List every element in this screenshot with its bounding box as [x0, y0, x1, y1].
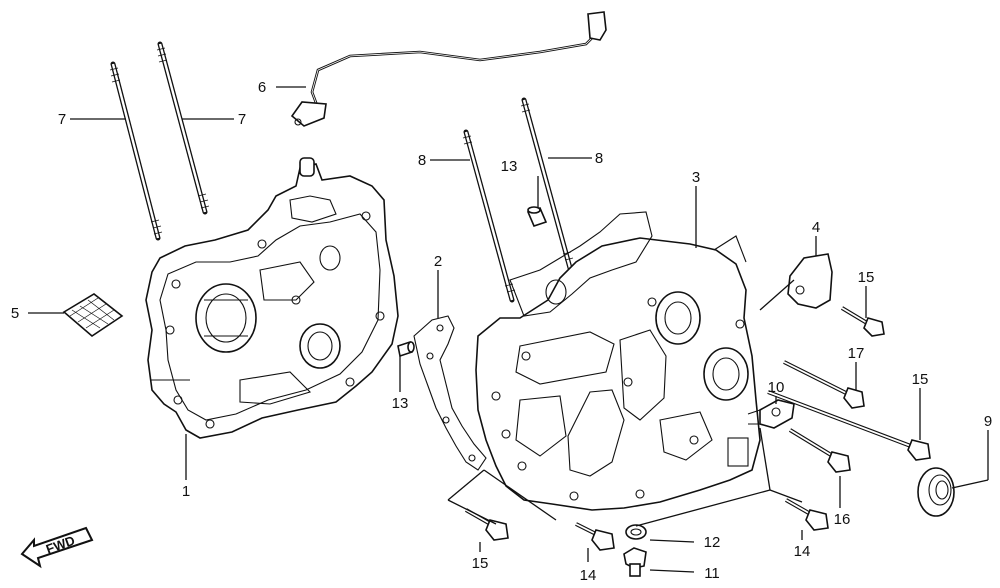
callout-15-bottom: 15 [472, 555, 489, 572]
callout-6: 6 [258, 79, 266, 96]
callout-2: 2 [434, 253, 442, 270]
right-crankcase-half [475, 211, 761, 511]
breather-tube-6 [290, 11, 607, 127]
drain-plug-11 [623, 547, 647, 577]
bolt-15-lower [767, 390, 931, 461]
oil-seal-9 [917, 467, 955, 517]
callout-11: 11 [704, 565, 720, 582]
fitting-10 [747, 399, 795, 429]
callout-3: 3 [692, 169, 700, 186]
callout-5: 5 [11, 305, 19, 322]
bolt-14-bottom [575, 522, 615, 551]
callout-14-bottom: 14 [580, 567, 597, 584]
callout-14-right: 14 [794, 543, 811, 560]
leader-lines [28, 86, 989, 573]
callout-12: 12 [704, 534, 721, 551]
oil-strainer-screen-5 [62, 293, 124, 338]
callout-7-right: 7 [238, 111, 246, 128]
callout-17: 17 [848, 345, 865, 362]
callout-13-left: 13 [392, 395, 409, 412]
dowel-pin-13-right [526, 206, 548, 227]
callout-13-right: 13 [501, 158, 518, 175]
forward-direction-arrow: FWD [20, 526, 94, 569]
left-crankcase-half [145, 157, 399, 439]
callout-8-right: 8 [595, 150, 603, 167]
fwd-label: FWD [44, 533, 77, 557]
bolt-14-right [785, 498, 829, 531]
callout-4: 4 [812, 219, 820, 236]
callout-7-left: 7 [58, 111, 66, 128]
dowel-pin-13-left [397, 340, 415, 358]
cover-plate-4 [787, 253, 833, 309]
stud-bolt-8-right [520, 97, 574, 271]
bolt-16 [788, 428, 851, 473]
bolt-15-upper [840, 306, 885, 337]
stud-bolt-7-left [109, 61, 163, 241]
callout-10: 10 [768, 379, 785, 396]
bolt-17 [783, 360, 865, 409]
callout-16: 16 [834, 511, 851, 528]
bolt-15-bottom [465, 508, 509, 541]
sealing-washer-12 [625, 524, 647, 540]
callout-15-upper: 15 [858, 269, 875, 286]
callout-9: 9 [984, 413, 992, 430]
callout-8-left: 8 [418, 152, 426, 169]
callout-15-right: 15 [912, 371, 929, 388]
callout-labels: 1 2 3 4 5 6 7 7 8 8 9 10 11 12 13 13 14 … [11, 79, 992, 584]
stud-bolt-8-left [462, 129, 516, 303]
callout-1: 1 [182, 483, 190, 500]
crankcase-gasket-2 [413, 315, 487, 471]
stud-bolt-7-right [156, 41, 210, 215]
